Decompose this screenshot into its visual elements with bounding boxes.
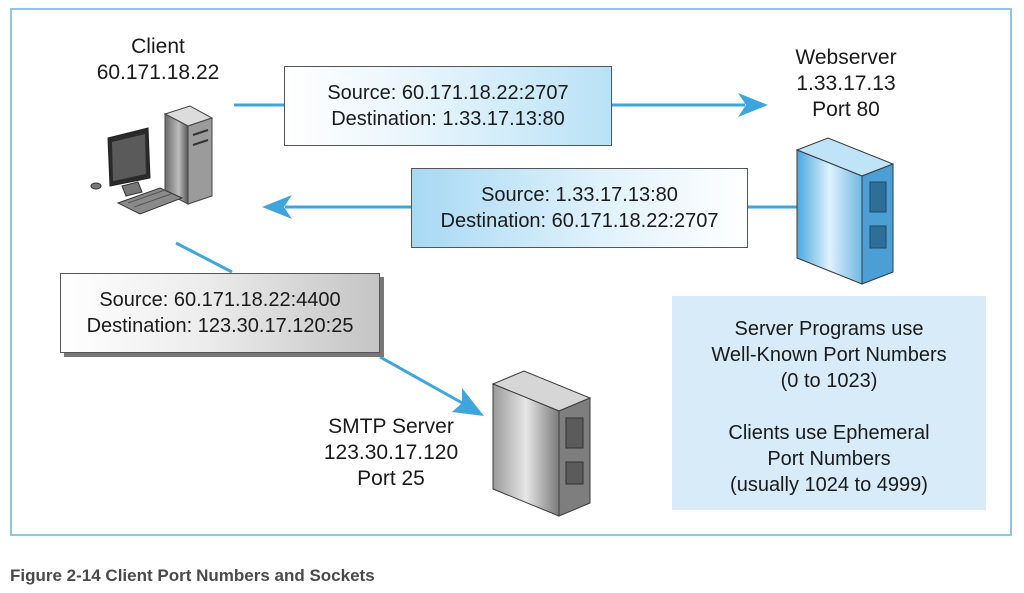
packet-box-response: Source: 1.33.17.13:80 Destination: 60.17… <box>411 168 748 248</box>
port-number-info-box: Server Programs use Well-Known Port Numb… <box>672 296 986 510</box>
packet-source: Source: 60.171.18.22:2707 <box>327 82 569 104</box>
webserver-label: Webserver 1.33.17.13 Port 80 <box>786 45 906 123</box>
client-computer-icon <box>90 105 214 215</box>
figure-caption: Figure 2-14 Client Port Numbers and Sock… <box>10 566 375 585</box>
packet-box-smtp: Source: 60.171.18.22:4400 Destination: 1… <box>60 273 380 353</box>
info-line: Clients use Ephemeral <box>728 422 930 444</box>
webserver-port: Port 80 <box>812 98 880 121</box>
arrow-client-to-smtp <box>175 241 484 416</box>
packet-source: Source: 60.171.18.22:4400 <box>99 289 341 311</box>
info-line: (usually 1024 to 4999) <box>730 474 928 496</box>
packet-destination: Destination: 1.33.17.13:80 <box>331 108 565 130</box>
info-line: Port Numbers <box>767 448 891 470</box>
client-title: Client <box>131 35 185 58</box>
smtp-title: SMTP Server <box>328 415 454 438</box>
packet-destination: Destination: 123.30.17.120:25 <box>86 315 354 337</box>
webserver-title: Webserver <box>795 46 897 69</box>
client-ip: 60.171.18.22 <box>96 61 220 84</box>
info-spacer <box>672 394 986 420</box>
webserver-icon <box>795 137 895 285</box>
packet-source: Source: 1.33.17.13:80 <box>481 184 678 206</box>
diagram-frame <box>10 8 1012 536</box>
smtp-server-icon <box>491 370 592 517</box>
smtp-label: SMTP Server 123.30.17.120 Port 25 <box>316 414 466 492</box>
client-label: Client 60.171.18.22 <box>96 34 220 86</box>
packet-box-request: Source: 60.171.18.22:2707 Destination: 1… <box>284 66 612 146</box>
smtp-ip: 123.30.17.120 <box>323 441 459 464</box>
webserver-ip: 1.33.17.13 <box>796 72 896 95</box>
info-line: Well-Known Port Numbers <box>711 344 947 366</box>
smtp-port: Port 25 <box>357 467 425 490</box>
arrow-client-to-webserver <box>234 93 768 117</box>
arrow-webserver-to-client <box>262 195 797 219</box>
packet-destination: Destination: 60.171.18.22:2707 <box>440 210 719 232</box>
info-line: (0 to 1023) <box>780 370 878 392</box>
info-line: Server Programs use <box>734 318 924 340</box>
